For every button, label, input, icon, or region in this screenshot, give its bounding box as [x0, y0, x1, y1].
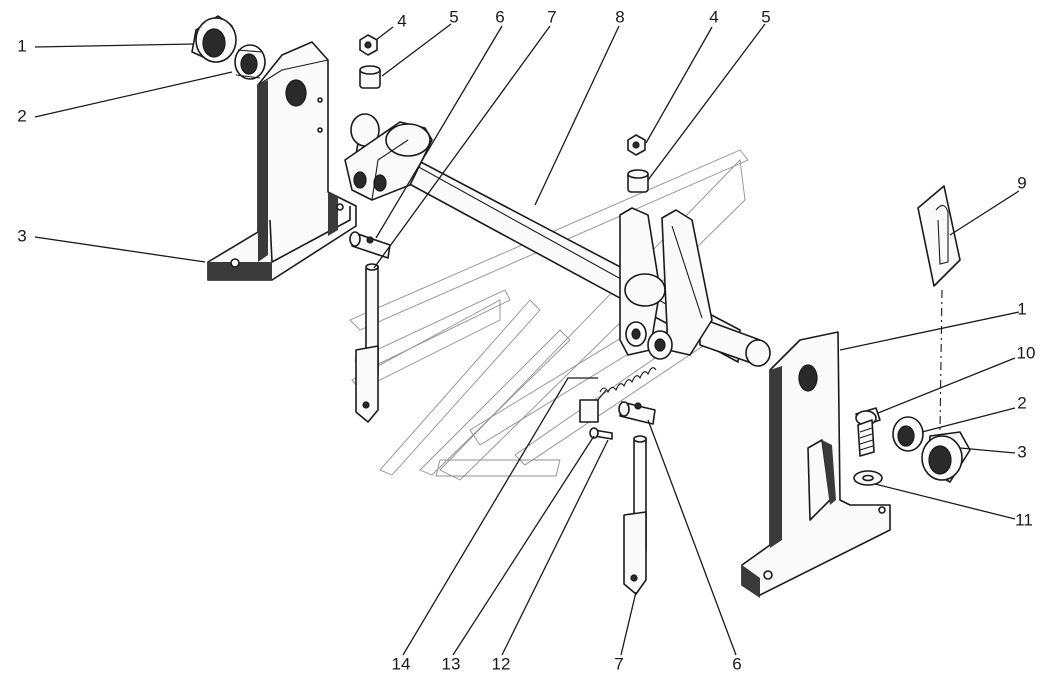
callout-2-right: 2 — [1017, 393, 1026, 412]
left-bracket — [207, 41, 357, 281]
callout-5-a: 5 — [449, 7, 458, 26]
sleeve-5-lower — [627, 169, 649, 193]
right-bushing-2 — [892, 416, 924, 452]
right-bushing-3 — [921, 431, 971, 483]
washer-11 — [853, 470, 883, 486]
nut-4-upper — [359, 34, 378, 56]
callout-14: 14 — [392, 654, 411, 673]
left-bushing-3 — [191, 15, 237, 63]
callout-2-left: 2 — [17, 106, 26, 125]
callout-4-b: 4 — [709, 7, 718, 26]
rod-7-upper — [355, 263, 379, 423]
callout-9: 9 — [1017, 173, 1026, 192]
small-bolt-13 — [589, 427, 613, 440]
callout-8: 8 — [615, 7, 624, 26]
callout-12: 12 — [492, 654, 511, 673]
spring — [579, 367, 657, 423]
callout-11: 11 — [1015, 510, 1033, 529]
callout-1-left: 1 — [17, 36, 26, 55]
callout-7-top: 7 — [547, 7, 556, 26]
callout-13: 13 — [442, 654, 461, 673]
callout-6-top: 6 — [495, 7, 504, 26]
sleeve-5-upper — [359, 65, 381, 89]
callout-4-a: 4 — [397, 11, 406, 30]
pin-6-lower — [618, 401, 656, 425]
callout-5-b: 5 — [761, 7, 770, 26]
callout-3-left: 3 — [17, 226, 26, 245]
callout-10: 10 — [1017, 343, 1036, 362]
nut-4-lower — [627, 134, 646, 156]
pin-6-upper — [349, 231, 391, 259]
cotter-pin-9 — [917, 185, 961, 431]
callout-3-right: 3 — [1017, 442, 1026, 461]
center-lever-right — [647, 209, 713, 360]
right-bracket — [741, 331, 891, 598]
rod-7-lower — [623, 435, 647, 595]
callout-1-right: 1 — [1017, 299, 1026, 318]
center-lever-left — [619, 207, 666, 356]
leader-lines — [34, 23, 1020, 656]
callout-6-bottom: 6 — [732, 654, 741, 673]
callout-7-bottom: 7 — [614, 654, 623, 673]
bolt-10 — [855, 407, 881, 457]
left-bushing-2 — [234, 44, 266, 80]
callouts: 1 2 3 4 5 6 7 8 4 5 9 1 10 2 3 11 14 13 … — [17, 7, 1035, 673]
